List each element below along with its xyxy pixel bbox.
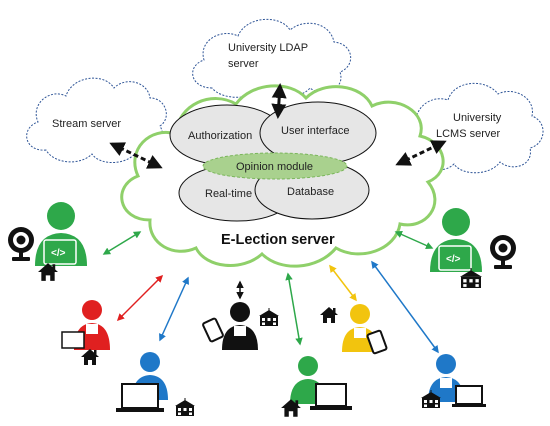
blue-school-student-laptop-icon [452, 385, 486, 407]
black-student-school-icon [259, 308, 279, 326]
red-student-house-icon [81, 349, 99, 365]
yellow-user-arrow [329, 264, 357, 302]
lcms-label-line1: University [453, 112, 502, 124]
red-user-arrow [116, 274, 164, 322]
left-teacher-person-icon: </> [35, 202, 87, 266]
authorization-label: Authorization [188, 130, 252, 142]
ldap-label-line1: University LDAP [228, 42, 308, 54]
green-student-laptop-icon [310, 383, 352, 410]
green-student-top-house-icon [320, 307, 338, 323]
lcms-link-arrow [395, 140, 447, 166]
svg-text:</>: </> [446, 254, 461, 265]
realtime-label: Real-time [205, 188, 252, 200]
user-interface-label: User interface [281, 125, 349, 137]
stream-cloud-icon [26, 77, 167, 163]
left-webcam-icon [8, 227, 34, 261]
opinion-module-label: Opinion module [236, 161, 313, 173]
database-label: Database [287, 186, 334, 198]
blue-student-school-icon [175, 398, 195, 416]
black-student-person-icon [222, 302, 258, 350]
blue-laptop-user-arrow [159, 276, 189, 342]
svg-text:</>: </> [51, 248, 66, 259]
right-green-user-arrow [394, 231, 434, 249]
blue-student-laptop-icon [116, 383, 164, 412]
stream-server-label: Stream server [52, 118, 121, 130]
red-student-tablet-icon [61, 331, 85, 349]
blue-school-user-arrow [371, 260, 439, 354]
yellow-student-tablet-icon [366, 329, 388, 355]
right-teacher-person-icon: </> [430, 208, 482, 272]
ldap-cloud-icon [192, 18, 351, 98]
stream-link-arrow [109, 142, 163, 169]
green-laptop-user-arrow [285, 272, 303, 346]
left-green-user-arrow [102, 231, 142, 255]
e-lection-server-label: E-Lection server [221, 232, 335, 248]
ldap-label-line2: server [228, 58, 259, 70]
green-student-house-icon [281, 399, 301, 417]
right-webcam-icon [490, 235, 516, 269]
ldap-link-arrow [271, 83, 287, 119]
lcms-label-line2: LCMS server [436, 128, 501, 140]
black-student-phone-icon [202, 317, 224, 343]
opinion-module [202, 152, 348, 180]
